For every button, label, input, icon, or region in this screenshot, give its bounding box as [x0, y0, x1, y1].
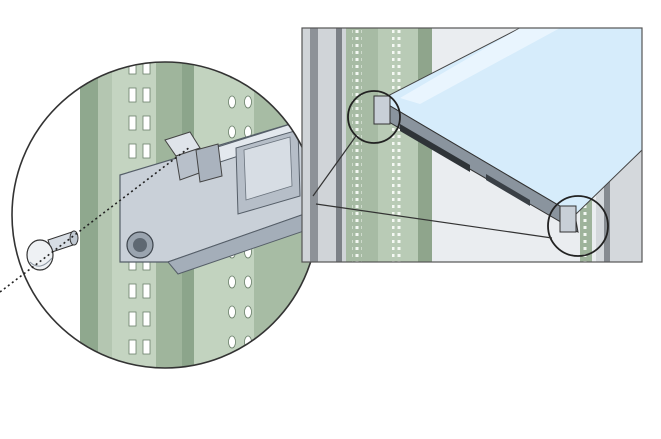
magnified-detail [0, 61, 319, 369]
callout-circle-right [547, 195, 609, 257]
server-chassis-icon [378, 28, 642, 233]
callout-connectors [312, 135, 553, 239]
callout-circle-left [347, 90, 401, 144]
overview-inset [301, 27, 643, 263]
mounting-bracket-icon [119, 117, 318, 275]
